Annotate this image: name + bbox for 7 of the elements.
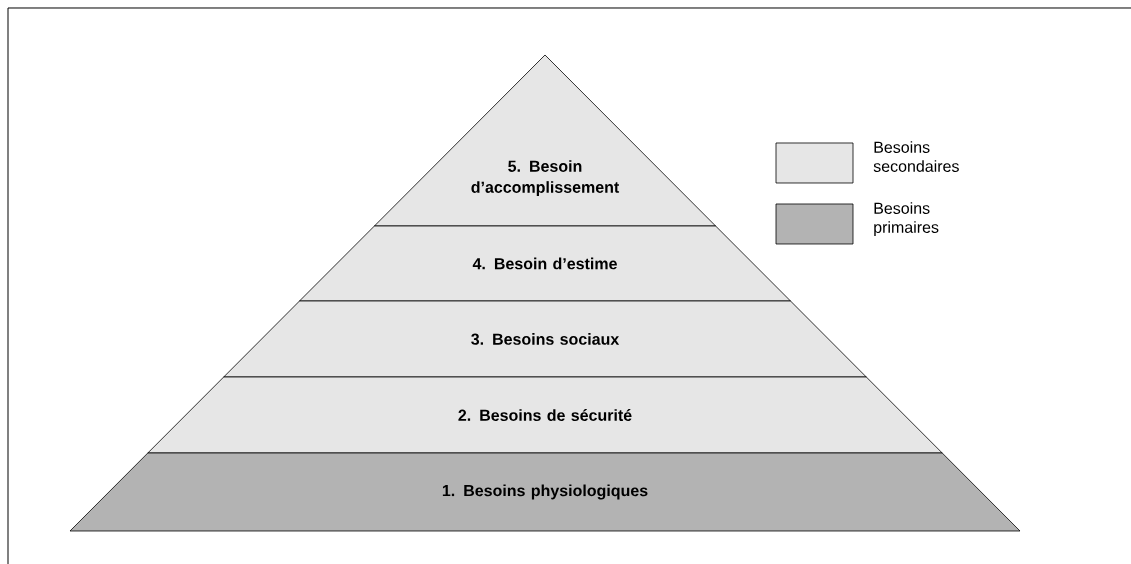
pyramid-band: 4. Besoin d’estime bbox=[299, 225, 791, 302]
pyramid-band: 1. Besoins physiologiques bbox=[69, 452, 1021, 532]
pyramid-band: 3. Besoins sociaux bbox=[223, 300, 867, 378]
pyramid-band: 5. Besoin d’accomplissement bbox=[374, 54, 716, 227]
legend-label: Besoins secondaires bbox=[873, 141, 959, 172]
pyramid-band: 2. Besoins de sécurité bbox=[147, 376, 943, 454]
legend-label: Besoins primaires bbox=[874, 202, 939, 237]
